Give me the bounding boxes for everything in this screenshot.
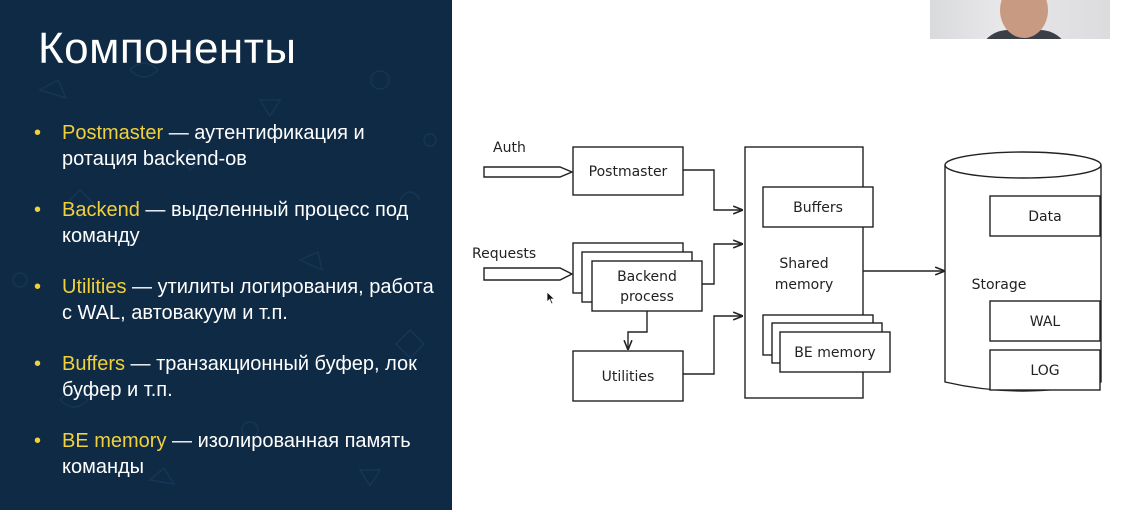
postmaster-to-shared-arrow	[683, 169, 742, 210]
bullet-term: Buffers	[62, 353, 125, 375]
bullet-buffers: • Buffers — транзакционный буфер, лок бу…	[34, 351, 444, 403]
utilities-box	[572, 350, 684, 402]
postmaster-label: Postmaster	[589, 164, 668, 180]
buffers-box	[762, 186, 874, 228]
bullet-list: • Postmaster — аутентификация и ротация …	[34, 120, 444, 505]
bullet-text: — транзакционный буфер, лок буфер и т.п.	[62, 353, 417, 401]
buffers-label: Buffers	[793, 200, 843, 216]
bullet-dot: •	[34, 199, 42, 221]
shared-memory-label-line2: memory	[775, 277, 834, 293]
data-box	[989, 195, 1101, 237]
backend-to-utilities-arrow	[628, 311, 648, 349]
requests-arrow	[483, 267, 574, 281]
bullet-term: Postmaster	[62, 122, 164, 144]
backend-label-line1: Backend	[617, 269, 677, 285]
slide-text-panel: Компоненты • Postmaster — аутентификация…	[0, 0, 452, 510]
slide-title: Компоненты	[38, 24, 297, 73]
bullet-text: — выделенный процесс под команду	[62, 199, 409, 247]
bullet-dot: •	[34, 430, 42, 452]
shared-memory-box	[744, 146, 864, 399]
backend-box	[591, 260, 703, 312]
backend-to-shared-arrow	[702, 244, 742, 285]
bullet-text: — изолированная память команды	[62, 430, 411, 478]
bullet-term: BE memory	[62, 430, 167, 452]
wal-box	[989, 300, 1101, 342]
storage-label: Storage	[972, 277, 1027, 293]
shared-memory-label-line1: Shared	[779, 256, 828, 272]
wal-label: WAL	[1030, 314, 1061, 330]
mouse-cursor-icon	[546, 291, 556, 305]
bullet-postmaster: • Postmaster — аутентификация и ротация …	[34, 120, 444, 172]
bullet-term: Backend	[62, 199, 140, 221]
log-label: LOG	[1030, 363, 1059, 379]
bullet-term: Utilities	[62, 276, 127, 298]
bullet-be-memory: • BE memory — изолированная память коман…	[34, 428, 444, 480]
log-box	[989, 349, 1101, 391]
bullet-text: — утилиты логирования, работа с WAL, авт…	[62, 276, 434, 324]
bullet-dot: •	[34, 276, 42, 298]
bullet-text: — аутентификация и ротация backend-ов	[62, 122, 365, 170]
requests-label: Requests	[472, 246, 536, 262]
bullet-dot: •	[34, 353, 42, 375]
webcam-video-feed	[930, 0, 1110, 39]
be-memory-box	[779, 331, 891, 373]
diagram-panel	[452, 0, 1123, 510]
utilities-to-shared-arrow	[683, 316, 742, 375]
bullet-dot: •	[34, 122, 42, 144]
storage-cylinder-top	[944, 151, 1102, 179]
background-pattern	[12, 62, 437, 488]
bullet-backend: • Backend — выделенный процесс под коман…	[34, 197, 444, 249]
auth-arrow	[483, 166, 574, 178]
bullet-utilities: • Utilities — утилиты логирования, работ…	[34, 274, 444, 326]
auth-label: Auth	[493, 140, 526, 156]
data-label: Data	[1028, 209, 1061, 225]
be-memory-label: BE memory	[794, 345, 875, 361]
utilities-label: Utilities	[602, 369, 655, 385]
backend-label-line2: process	[620, 289, 674, 305]
postmaster-box	[572, 146, 684, 196]
